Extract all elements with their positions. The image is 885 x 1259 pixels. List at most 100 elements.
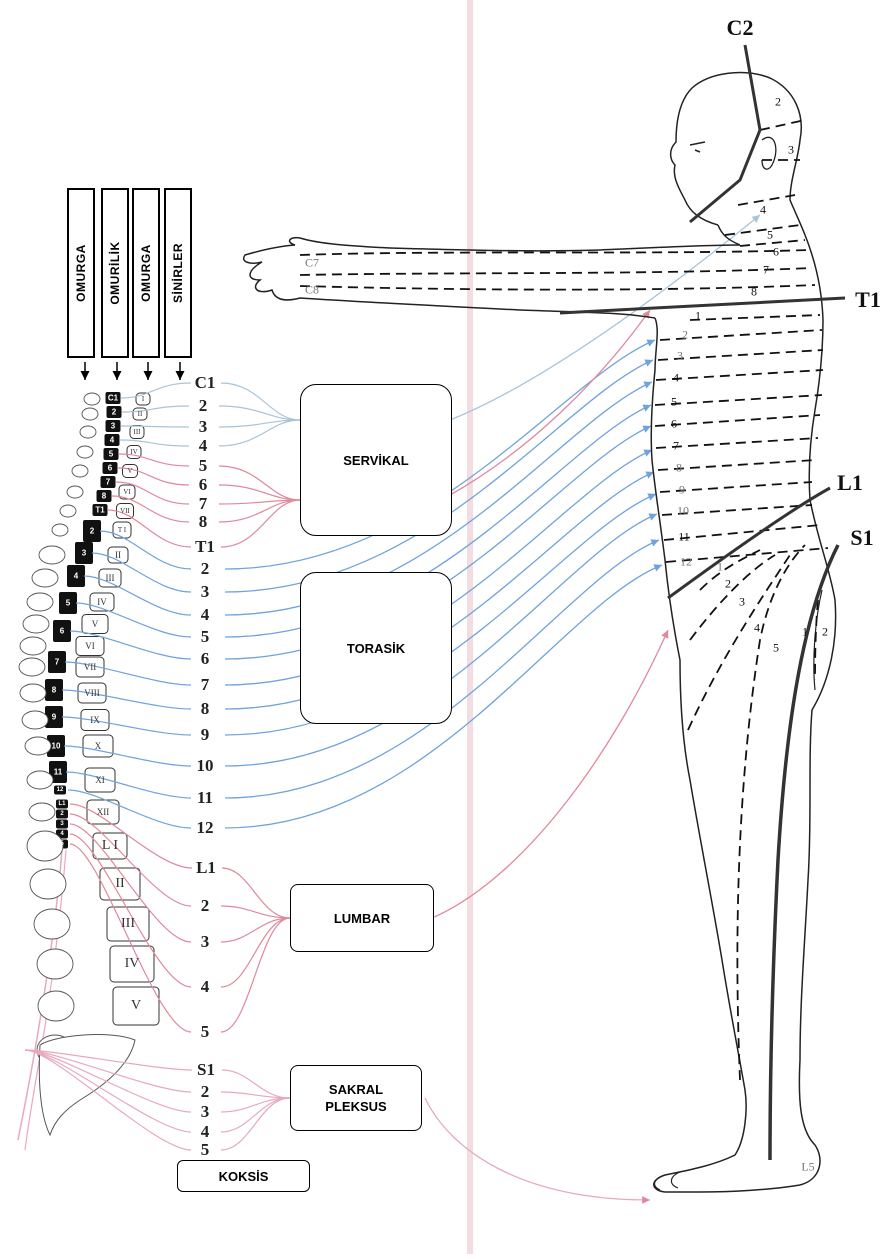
- vertebral-body: [38, 991, 74, 1021]
- sacrum: [39, 1035, 135, 1135]
- nerve-root-label: S1: [197, 1060, 215, 1080]
- vertebral-body: [72, 465, 88, 477]
- vertebra-label: I: [142, 395, 144, 403]
- vertebra-label: IV: [125, 956, 140, 972]
- header-vertebra-2: OMURGA: [132, 188, 160, 358]
- nerve-root-label: 3: [201, 582, 210, 602]
- dermatome-boundary: [300, 285, 815, 290]
- vertebra-label: VI: [123, 488, 130, 496]
- vertebra-label: X: [95, 741, 102, 751]
- vertebral-body: [37, 949, 73, 979]
- nerve-root-label: 4: [201, 1122, 210, 1142]
- derm-arm-c8: C8: [305, 283, 319, 298]
- derm-trunk-2: 2: [682, 328, 688, 343]
- t1-boundary: [560, 298, 845, 313]
- nerve-root-label: C1: [195, 373, 216, 393]
- vertebral-body: [60, 505, 76, 517]
- nerve-root-label: 5: [201, 1140, 210, 1160]
- vertebra-label: V: [92, 619, 99, 629]
- cord-segment-label: 3: [111, 422, 115, 431]
- cord-segment-label: 6: [60, 627, 64, 636]
- vertebral-body: [34, 909, 70, 939]
- cord-segment-label: 4: [74, 572, 78, 581]
- cord-segment-label: 4: [60, 831, 63, 837]
- cord-segment-label: 3: [60, 821, 63, 827]
- sacral-fan: [221, 1098, 290, 1132]
- nerve-root-label: 2: [201, 1082, 210, 1102]
- vertebra-label: III: [106, 573, 115, 583]
- lumbar-fan: [221, 918, 290, 1032]
- dermatome-boundary: [655, 395, 822, 405]
- derm-trunk-3: 3: [677, 349, 683, 364]
- derm-leg-5: 5: [773, 641, 779, 656]
- cord-segment-label: 12: [57, 787, 64, 793]
- nerve-root-label: T1: [195, 537, 215, 557]
- cord-segment-label: 2: [60, 811, 63, 817]
- nerve-root-label: 7: [199, 494, 208, 514]
- vertebral-body: [80, 426, 96, 438]
- cord-segment-label: 11: [54, 768, 62, 777]
- vertebral-body: [84, 393, 100, 405]
- vertebra-label: II: [115, 876, 124, 892]
- vertebra-label: L I: [102, 838, 118, 854]
- nerve-root-label: 6: [201, 649, 210, 669]
- cervical-lower-fan: [221, 500, 300, 547]
- nerve-root-label: 8: [199, 512, 208, 532]
- sacral-arrow: [425, 1098, 650, 1200]
- vertebral-body: [20, 684, 46, 702]
- nerve-root-label: 4: [199, 436, 208, 456]
- derm-trunk-4: 4: [673, 371, 679, 386]
- cord-segment-label: C1: [108, 394, 118, 403]
- vertebra-label: V: [131, 998, 141, 1014]
- nerve-root-label: 2: [199, 396, 208, 416]
- derm-leg-1: 1: [717, 560, 723, 575]
- vertebra-label: III: [134, 428, 141, 436]
- vertebral-body: [82, 408, 98, 420]
- region-lumbar: LUMBAR: [290, 884, 434, 952]
- cord-segment-label: 2: [112, 408, 116, 417]
- cord-segment-label: 8: [52, 686, 56, 695]
- eye: [690, 142, 705, 152]
- dermatome-boundary: [655, 415, 820, 426]
- derm-sacral-1: 1: [802, 625, 808, 640]
- cervical-lower-arrow: [450, 310, 650, 495]
- nerve-root-label: 5: [201, 1022, 210, 1042]
- derm-foot-l5: L5: [801, 1160, 814, 1175]
- derm-arm-c7: C7: [305, 256, 319, 271]
- dermatome-boundary: [656, 370, 823, 380]
- vertebra-label: T I: [118, 526, 126, 534]
- nerve-root-label: 2: [201, 559, 210, 579]
- cord-segment-label: 5: [109, 450, 113, 459]
- derm-trunk-7: 7: [673, 439, 679, 454]
- nerve-root-label: 5: [201, 627, 210, 647]
- nerve-root-label: 5: [199, 456, 208, 476]
- vertebral-body: [32, 569, 58, 587]
- vertebral-body: [29, 803, 55, 821]
- vertebra-label: VIII: [84, 688, 100, 698]
- dermatome-boundary: [760, 120, 805, 130]
- cord-segment-label: 5: [66, 599, 70, 608]
- cord-segment-label: 9: [52, 713, 56, 722]
- derm-trunk-8: 8: [676, 461, 682, 476]
- derm-head-7: 7: [763, 263, 769, 278]
- cervical-lower-fan: [219, 466, 300, 500]
- region-coccyx: KOKSİS: [177, 1160, 310, 1192]
- derm-trunk-5: 5: [671, 395, 677, 410]
- nerve-root-label: 6: [199, 475, 208, 495]
- derm-trunk-1: 1: [695, 309, 701, 324]
- vertebral-body: [20, 637, 46, 655]
- vertebra-label: VII: [84, 662, 97, 672]
- derm-sacral-2: 2: [822, 625, 828, 640]
- region-thoracic: TORASİK: [300, 572, 452, 724]
- vertebral-body: [27, 593, 53, 611]
- derm-head-8: 8: [751, 285, 757, 300]
- nerve-root-label: 3: [199, 417, 208, 437]
- label-t1: T1: [855, 287, 881, 313]
- header-vertebra-1: OMURGA: [67, 188, 95, 358]
- arm-outline: [244, 238, 740, 318]
- cord-segment-label: 3: [82, 549, 86, 558]
- cord-segment-label: 7: [55, 658, 59, 667]
- vertebral-body: [27, 771, 53, 789]
- dermatome-boundary: [656, 438, 818, 448]
- cord-segment-label: 10: [52, 742, 61, 751]
